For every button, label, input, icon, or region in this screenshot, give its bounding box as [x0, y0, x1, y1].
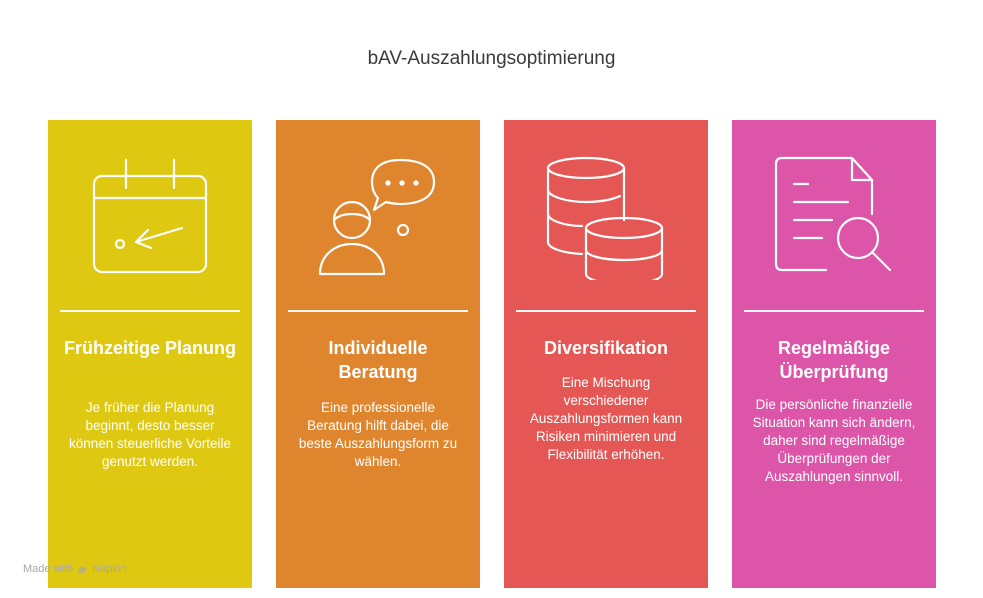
card-divider — [516, 310, 696, 312]
card-fruehzeitige-planung: Frühzeitige Planung Je früher die Planun… — [48, 120, 252, 588]
card-diversifikation: Diversifikation Eine Mischung verschiede… — [504, 120, 708, 588]
card-heading: Frühzeitige Planung — [63, 338, 236, 358]
card-divider — [60, 310, 240, 312]
card-text: Je früher die Planung beginnt, desto bes… — [68, 400, 232, 469]
napkin-logo-icon — [78, 565, 87, 574]
watermark-made-with: Made with — [23, 563, 74, 575]
person-chat-icon — [318, 158, 436, 276]
calendar-arrow-icon — [92, 158, 208, 274]
watermark: Made with Napkin — [23, 563, 126, 575]
card-text: Die persönliche finanzielle Situation ka… — [752, 397, 916, 484]
card-regelmaessige-ueberpruefung: Regelmäßige Überprüfung Die persönliche … — [732, 120, 936, 588]
watermark-brand: Napkin — [92, 563, 127, 575]
coin-stacks-icon — [546, 156, 664, 280]
card-text: Eine professionelle Beratung hilft dabei… — [298, 400, 458, 469]
card-heading: Regelmäßige Überprüfung — [777, 338, 891, 382]
card-individuelle-beratung: Individuelle Beratung Eine professionell… — [276, 120, 480, 588]
card-text: Eine Mischung verschiedener Auszahlungsf… — [529, 375, 683, 462]
card-heading: Individuelle Beratung — [328, 338, 428, 382]
card-divider — [744, 310, 924, 312]
page-title: bAV-Auszahlungsoptimierung — [367, 48, 616, 69]
document-search-icon — [774, 156, 892, 272]
card-divider — [288, 310, 468, 312]
card-heading: Diversifikation — [543, 338, 669, 358]
